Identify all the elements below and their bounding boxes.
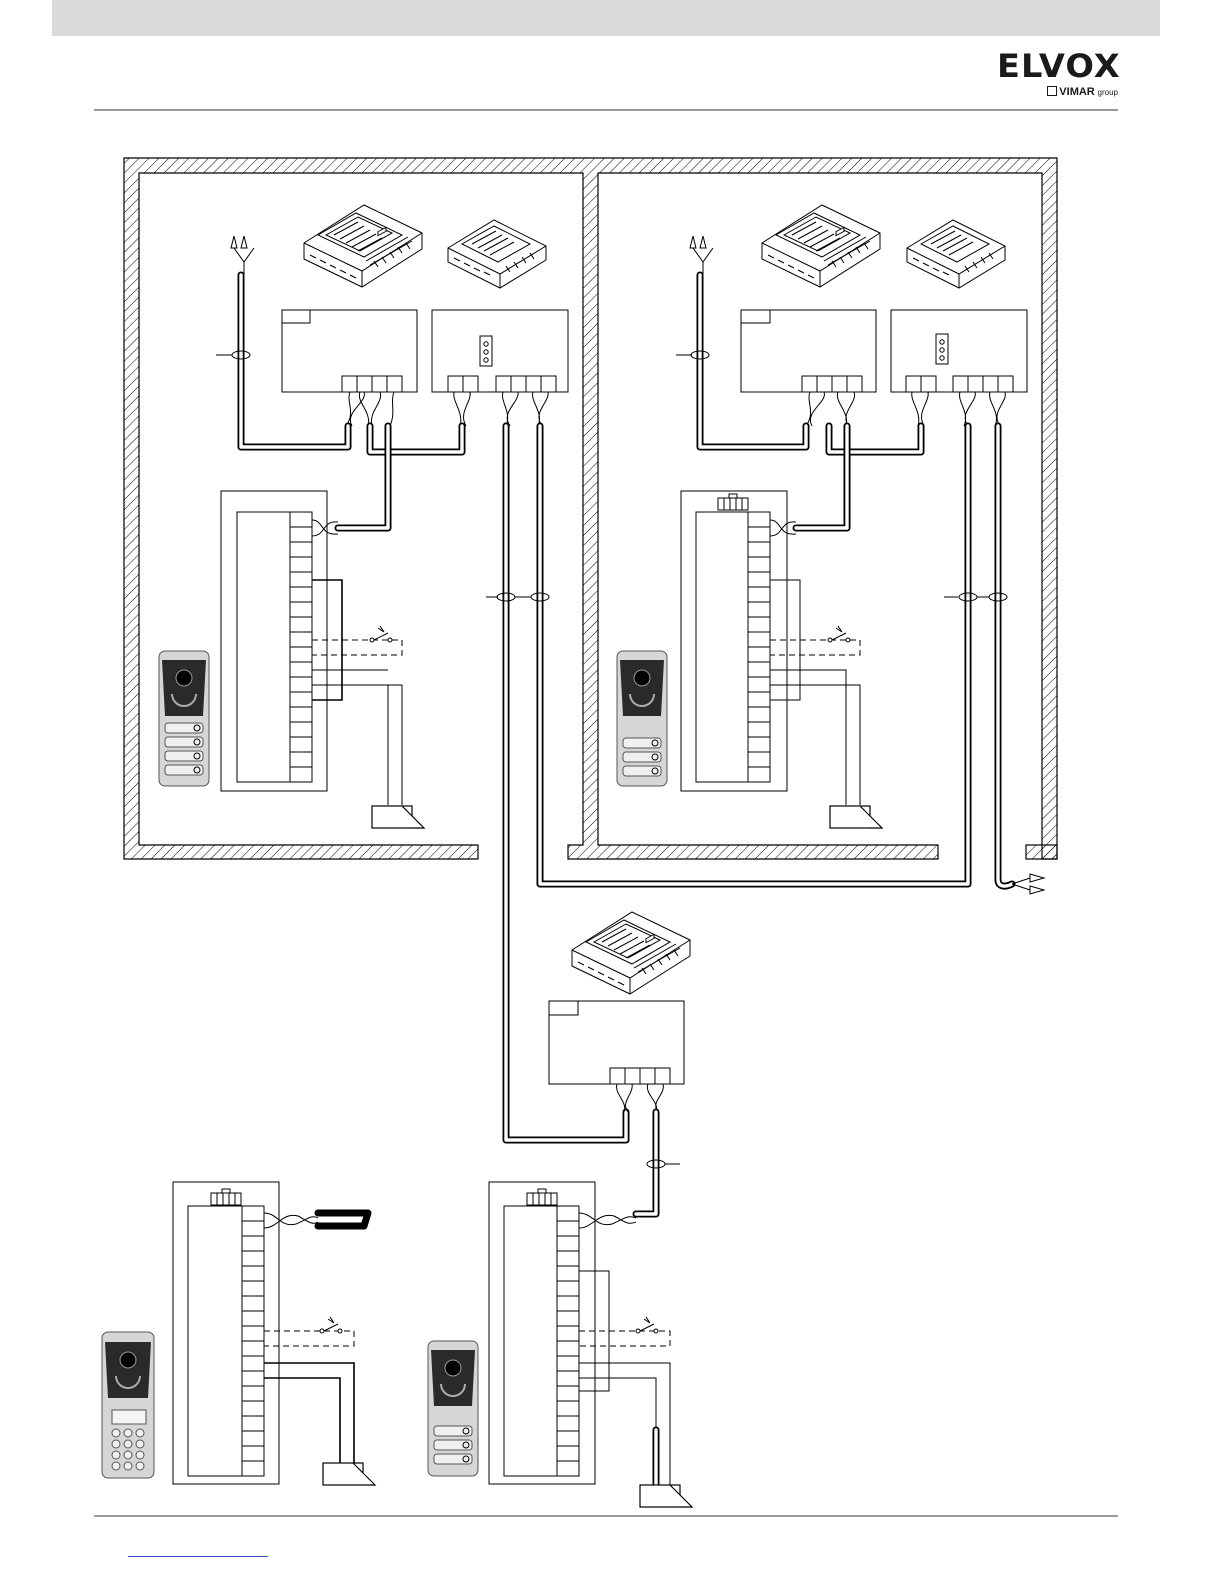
entrance-panel-bottom-icon [428,1341,478,1476]
footer-link-underline[interactable] [128,1556,268,1557]
lock-icon [323,1463,375,1485]
door-switch-icon [320,1317,342,1333]
lock-icon [830,806,882,828]
video-mixer-icon [907,220,1005,288]
power-supply-icon [304,205,422,287]
entrance-panel-right-icon [617,651,667,786]
entrance-panel-left-icon [159,651,209,786]
power-supply-icon [572,912,690,994]
antenna-arrows-icon [231,236,247,248]
door-switch-icon [370,626,392,642]
common-power-supply [549,912,690,1214]
entrance-module-box [173,1182,279,1484]
power-supply-box [741,310,876,392]
bottom-rule [94,1515,1118,1517]
power-supply-icon [762,205,880,287]
door-switch-icon [636,1317,658,1333]
video-mixer-icon [448,220,546,288]
video-mixer-box [432,310,568,392]
door-switch-icon [828,626,850,642]
lock-icon [372,806,424,828]
lock-icon [640,1485,692,1507]
power-supply-box [282,310,417,392]
gate-panel-left [102,1182,375,1485]
antenna-arrows-icon [690,236,706,248]
keypad-panel-icon [102,1332,154,1478]
gate-panel-right [428,1182,692,1507]
video-mixer-box [891,310,1027,392]
power-supply-box [549,1001,684,1084]
